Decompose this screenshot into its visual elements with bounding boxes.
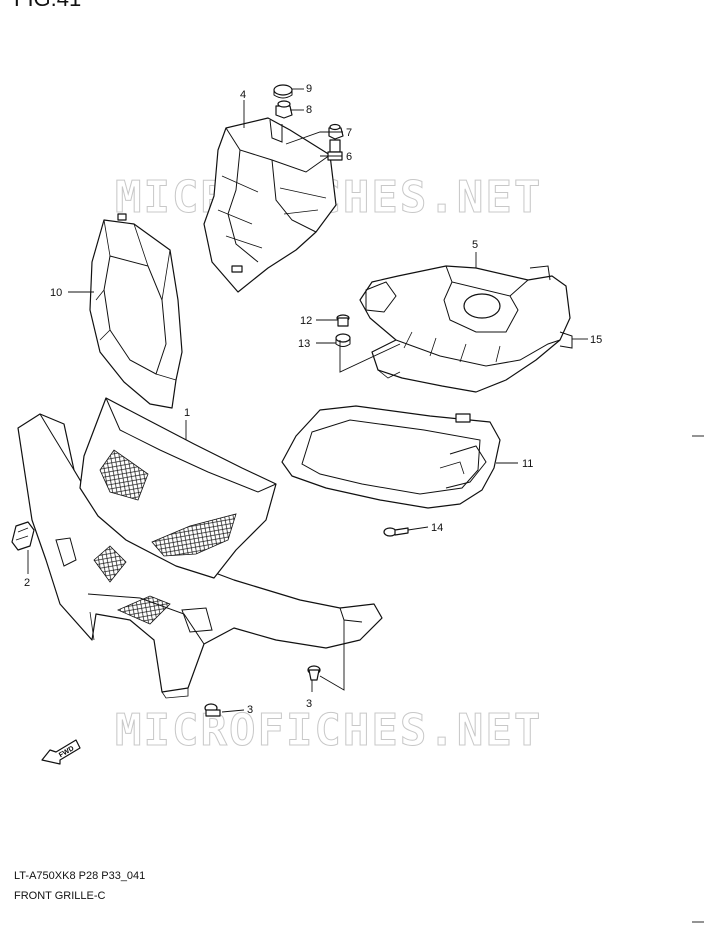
figure-title: FIG.41 xyxy=(14,0,81,11)
callout-7: 7 xyxy=(346,127,352,139)
leader-lines xyxy=(27,88,588,713)
part-3-bolt-left xyxy=(204,703,221,717)
callout-15: 15 xyxy=(590,334,602,346)
part-2-emblem xyxy=(11,521,35,551)
part-11-headlight-bezel xyxy=(281,405,501,509)
part-13-grommet xyxy=(335,333,351,347)
figure-caption: FRONT GRILLE-C xyxy=(14,890,106,902)
callout-1: 1 xyxy=(184,407,190,419)
forward-direction-arrow: FWD xyxy=(41,739,81,765)
part-7-nut xyxy=(328,123,344,140)
callout-6: 6 xyxy=(346,151,352,163)
part-8-nut xyxy=(275,100,293,119)
part-10-grille-frame xyxy=(89,213,183,409)
watermark-bottom: MICROFICHES.NET xyxy=(115,705,542,756)
callout-labels: 1 2 3 3 4 5 6 7 8 9 10 11 12 13 14 15 xyxy=(24,83,602,716)
callout-5: 5 xyxy=(472,239,478,251)
fwd-label: FWD xyxy=(58,745,75,759)
callout-2: 2 xyxy=(24,577,30,589)
part-3-clip-right xyxy=(307,665,321,681)
callout-11: 11 xyxy=(522,458,533,470)
model-code: LT-A750XK8 P28 P33_041 xyxy=(14,870,146,882)
part-1-front-grille xyxy=(17,397,383,699)
callout-10: 10 xyxy=(50,287,62,299)
callout-3-right: 3 xyxy=(306,698,312,710)
callout-9: 9 xyxy=(306,83,312,95)
part-6-bolt xyxy=(327,139,343,161)
callout-13: 13 xyxy=(298,338,310,350)
part-4-upper-bracket xyxy=(203,117,337,293)
callout-3-left: 3 xyxy=(247,704,253,716)
part-12-bolt xyxy=(336,314,350,327)
part-14-screw xyxy=(383,527,409,537)
callout-14: 14 xyxy=(431,522,443,534)
callout-12: 12 xyxy=(300,315,312,327)
part-9-grommet xyxy=(273,84,293,99)
callout-4: 4 xyxy=(240,89,246,101)
callout-8: 8 xyxy=(306,104,312,116)
part-5-lower-guard xyxy=(359,265,573,393)
